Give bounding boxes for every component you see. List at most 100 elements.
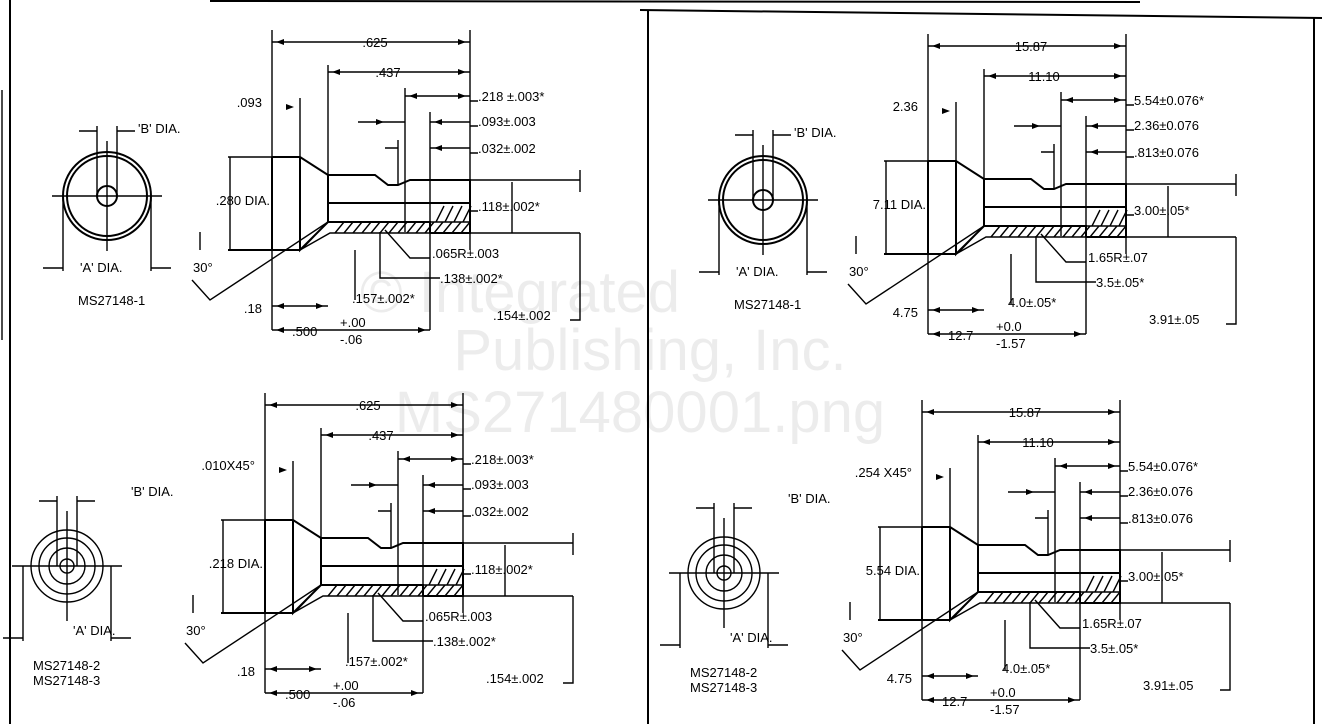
dimension-label-d138: .138±.002* xyxy=(433,634,496,649)
arrowhead xyxy=(1114,97,1122,103)
arrowhead xyxy=(269,690,277,696)
dimension-label-dim-a: 5.54±0.076* xyxy=(1134,93,1204,108)
dimension-label-tol-plus: +0.0 xyxy=(996,319,1022,334)
part-number: MS27148-3 xyxy=(690,680,757,695)
dimension-label-shaft: .437 xyxy=(368,428,393,443)
dimension-label-dim-c: .813±0.076 xyxy=(1128,511,1193,526)
dimension-label-b-dia: 'B' DIA. xyxy=(131,484,174,499)
part-number: MS27148-1 xyxy=(734,297,801,312)
hatching xyxy=(952,575,1122,619)
dimension-label-d154: 3.91±.05 xyxy=(1143,678,1194,693)
arrowhead xyxy=(1090,149,1098,155)
arrowhead xyxy=(936,474,944,480)
dimension-label-d500: .500 xyxy=(285,687,310,702)
dimension-lines xyxy=(841,400,1231,703)
arrowhead xyxy=(402,456,410,462)
end-view xyxy=(699,130,827,275)
dimension-label-overall: .625 xyxy=(355,398,380,413)
arrowhead xyxy=(1065,97,1073,103)
dimension-label-b-dia: 'B' DIA. xyxy=(794,125,837,140)
end-view xyxy=(660,503,788,648)
part-drawing-3: .625.437.218±.003*.093±.003.032±.002.010… xyxy=(3,393,574,710)
dimension-label-tol-minus: -.06 xyxy=(333,695,355,710)
end-view xyxy=(43,126,171,271)
arrowhead xyxy=(286,104,294,110)
arrowhead xyxy=(932,307,940,313)
arrowhead xyxy=(1074,331,1082,337)
arrowhead xyxy=(1026,489,1034,495)
dimension-label-radius: .065R±.003 xyxy=(432,246,499,261)
arrowhead xyxy=(926,409,934,415)
dimension-label-dia: .280 DIA. xyxy=(216,193,270,208)
arrowhead xyxy=(451,402,459,408)
dimension-label-d18: 4.75 xyxy=(887,671,912,686)
arrowhead xyxy=(411,690,419,696)
arrowhead xyxy=(1108,439,1116,445)
dimension-label-dim-c: .813±0.076 xyxy=(1134,145,1199,160)
dimension-label-d138: .138±.002* xyxy=(440,271,503,286)
dimension-label-radius: 1.65R±.07 xyxy=(1082,616,1142,631)
dimension-label-dim-a: .218±.003* xyxy=(471,452,534,467)
part-number: MS27148-1 xyxy=(78,293,145,308)
part-number: MS27148-3 xyxy=(33,673,100,688)
dimension-label-radius: 1.65R±.07 xyxy=(1088,250,1148,265)
dimension-label-shaft: 11.10 xyxy=(1028,69,1060,84)
dimension-label-radius: .065R±.003 xyxy=(425,609,492,624)
arrowhead xyxy=(427,482,435,488)
arrowhead xyxy=(1068,697,1076,703)
watermark-line: Publishing, Inc. xyxy=(453,318,846,383)
arrowhead xyxy=(1108,409,1116,415)
dimension-label-left: 2.36 xyxy=(893,99,918,114)
dimension-label-overall: 15.87 xyxy=(1015,39,1048,54)
arrowhead xyxy=(1032,123,1040,129)
arrowhead xyxy=(434,119,442,125)
dimension-label-dim-b: .093±.003 xyxy=(471,477,529,492)
dimension-label-dim-c: .032±.002 xyxy=(478,141,536,156)
dimension-label-tol-minus: -.06 xyxy=(340,332,362,347)
dimension-label-d157: .157±.002* xyxy=(345,654,408,669)
dimension-lines xyxy=(847,34,1237,337)
arrowhead xyxy=(926,673,934,679)
arrowhead xyxy=(932,43,940,49)
dimension-label-angle: 30° xyxy=(849,264,869,279)
arrowhead xyxy=(1059,463,1067,469)
arrowhead xyxy=(932,331,940,337)
dimension-label-left: .254 X45° xyxy=(855,465,912,480)
arrowhead xyxy=(458,93,466,99)
dimension-label-dim-b: .093±.003 xyxy=(478,114,536,129)
dimension-label-tol-plus: +0.0 xyxy=(990,685,1016,700)
arrowhead xyxy=(926,697,934,703)
arrowhead xyxy=(434,145,442,151)
dimension-label-d157: 4.0±.05* xyxy=(1002,661,1050,676)
dimension-label-d154: .154±.002 xyxy=(493,308,551,323)
dimension-label-dim-b: 2.36±0.076 xyxy=(1134,118,1199,133)
dimension-label-bore: .118±.002* xyxy=(471,562,533,577)
arrowhead xyxy=(1090,123,1098,129)
dimension-label-d154: .154±.002 xyxy=(486,671,544,686)
hatching xyxy=(302,205,472,249)
dimension-label-overall: 15.87 xyxy=(1009,405,1042,420)
arrowhead xyxy=(269,402,277,408)
dimension-label-tol-plus: +.00 xyxy=(333,678,359,693)
dimension-label-tol-plus: +.00 xyxy=(340,315,366,330)
dimension-label-left: .093 xyxy=(237,95,262,110)
watermark-line: MS271480001.png xyxy=(395,380,885,445)
arrowhead xyxy=(1114,43,1122,49)
arrowhead xyxy=(982,439,990,445)
arrowhead xyxy=(458,39,466,45)
part-drawing-1: .625.437.218 ±.003*.093±.003.032±.002.09… xyxy=(43,30,581,347)
dimension-label-b-dia: 'B' DIA. xyxy=(788,491,831,506)
dimension-label-d138: 3.5±.05* xyxy=(1090,641,1138,656)
dimension-label-dim-c: .032±.002 xyxy=(471,504,529,519)
dimension-label-a-dia: 'A' DIA. xyxy=(730,630,773,645)
dimension-label-angle: 30° xyxy=(186,623,206,638)
arrowhead xyxy=(276,39,284,45)
arrowhead xyxy=(316,303,324,309)
dimension-lines xyxy=(184,393,574,696)
arrowhead xyxy=(1108,463,1116,469)
part-drawings: .625.437.218 ±.003*.093±.003.032±.002.09… xyxy=(3,30,1237,717)
arrowhead xyxy=(458,69,466,75)
